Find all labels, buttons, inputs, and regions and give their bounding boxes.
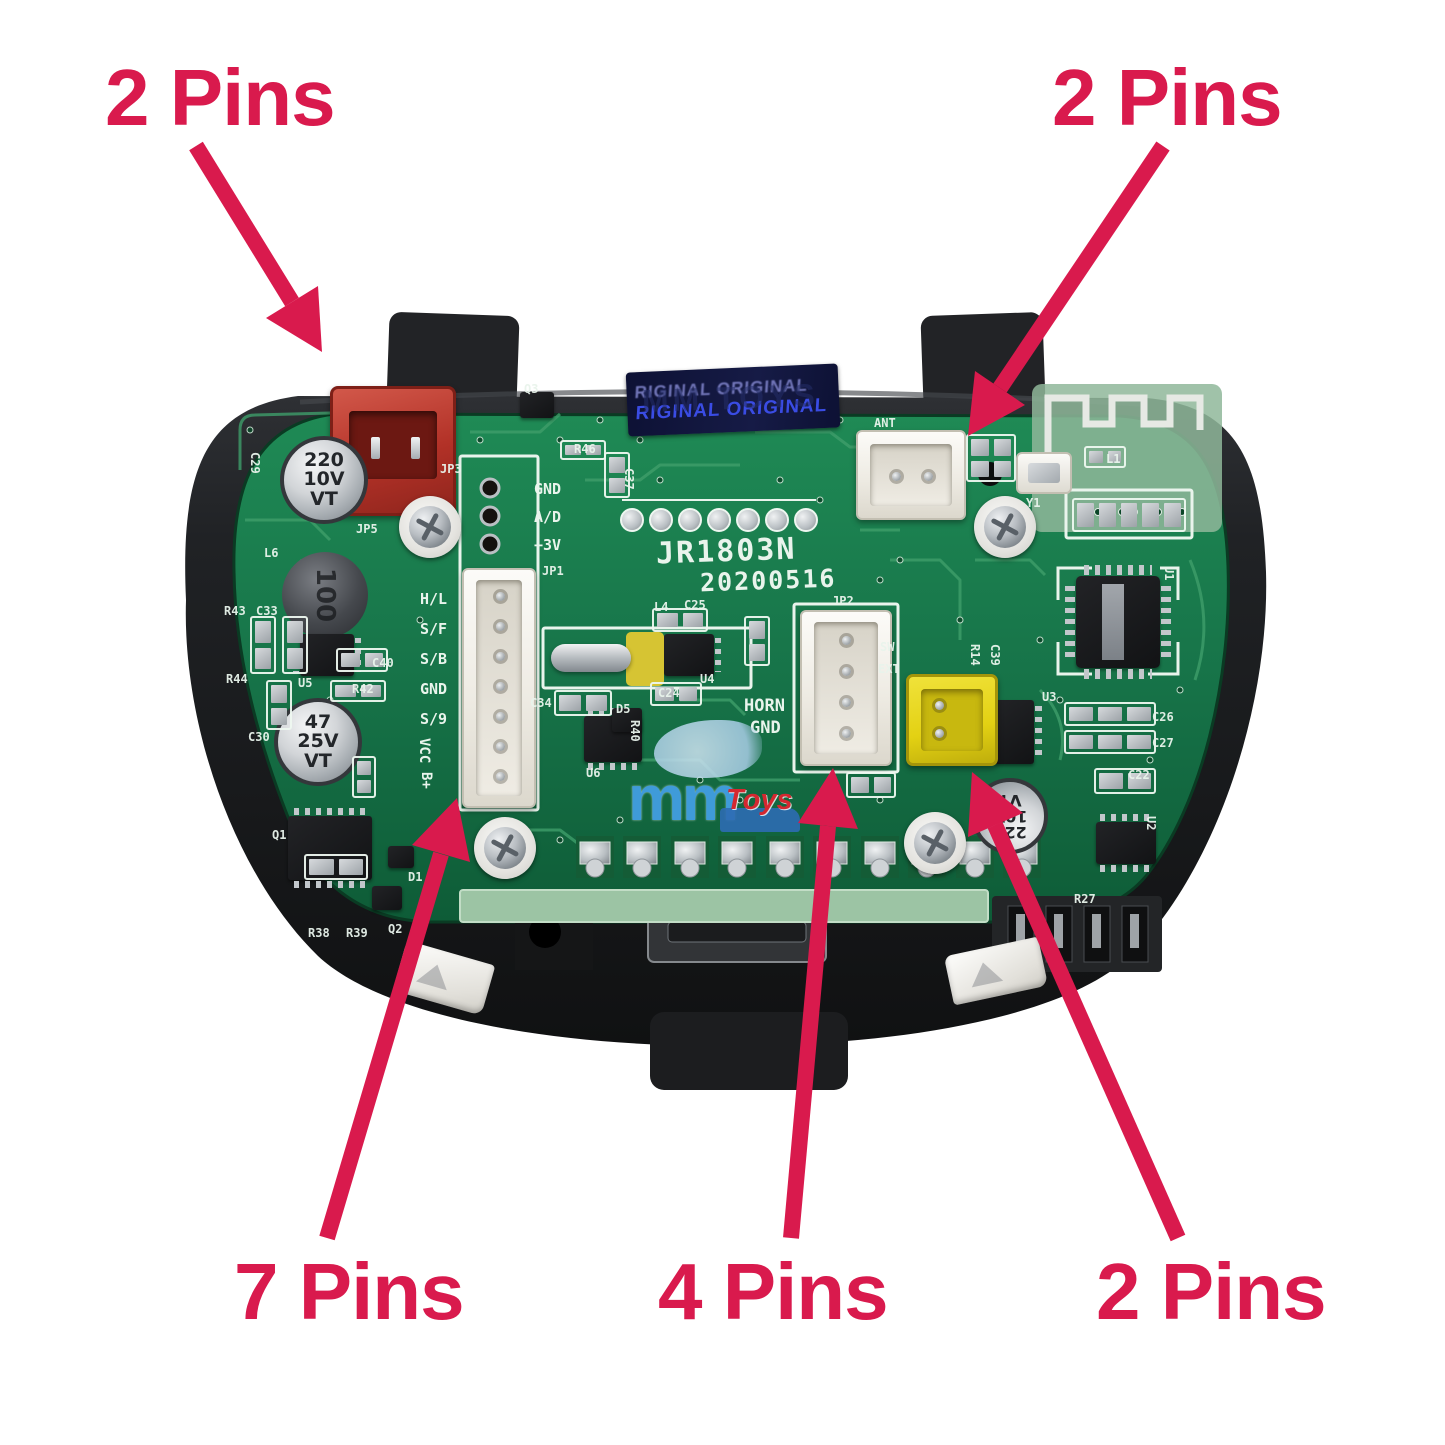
- pad-group: [1064, 702, 1156, 726]
- pad-group: [966, 434, 1016, 482]
- pin-label-sf: S/F: [420, 620, 448, 638]
- pad-group: [304, 854, 368, 880]
- programming-pads: [479, 477, 501, 555]
- pad-group: [604, 452, 630, 498]
- screw-top-right: [974, 496, 1036, 558]
- label-2pins-bottom-right: 2 Pins: [1096, 1247, 1327, 1336]
- label-7pins: 7 Pins: [234, 1247, 465, 1336]
- screw-top-left: [399, 496, 461, 558]
- pad-label-gnd: GND: [534, 480, 562, 498]
- pad-group: [1094, 768, 1156, 794]
- diode-d5: [612, 708, 642, 732]
- pad-group: [336, 648, 388, 672]
- crystal-y1: [1016, 452, 1072, 494]
- transistor-q2: [372, 886, 402, 910]
- shock-sensor-cylinder: [551, 644, 631, 672]
- mmtoys-watermark: mm Toys: [628, 720, 803, 841]
- capacitor-c29-value: 220: [304, 448, 344, 471]
- ic-u2: [1096, 814, 1156, 872]
- ic-u3: [994, 700, 1042, 764]
- horn-connector-4pin: [800, 610, 892, 766]
- switch-connector-2pin-yellow: [906, 674, 998, 766]
- arrow-bottom-right-2pin: [968, 772, 1186, 1242]
- pad-label-3v: +3V: [534, 536, 562, 554]
- arrow-7pin: [319, 798, 470, 1241]
- mcu-u1-qfp: [1065, 565, 1171, 679]
- sensor-pad: [626, 632, 664, 686]
- capacitor-c30: 47 25V VT: [274, 698, 362, 786]
- pad-group: [330, 680, 386, 702]
- transistor-q3: [520, 392, 554, 418]
- pin-label-gnd: GND: [420, 680, 448, 698]
- train-graphic: [720, 808, 800, 832]
- housing-top-tab-left: [386, 312, 520, 408]
- pin-label-s9: S/9: [420, 710, 448, 728]
- pad-group: [554, 690, 612, 716]
- pad-group: [1072, 498, 1186, 532]
- pad-group: [282, 616, 308, 674]
- capacitor-c29: 220 10V VT: [280, 436, 368, 524]
- smoke-cloud-graphic: [654, 720, 762, 778]
- arrow-4pin: [783, 768, 858, 1239]
- pad-group: [652, 608, 708, 632]
- pad-group: [1084, 446, 1126, 468]
- pad-group: [744, 616, 770, 666]
- center-pad-row: [620, 508, 818, 532]
- pin-label-sb: S/B: [420, 650, 448, 668]
- antenna-connector-2pin: [856, 430, 966, 520]
- diode-d1: [388, 846, 414, 868]
- arrow-top-right-2pin: [968, 141, 1170, 436]
- screw-bottom-right: [904, 812, 966, 874]
- pad-group: [352, 756, 376, 798]
- pad-group: [846, 772, 896, 798]
- watermark-toys-text: Toys: [726, 784, 793, 816]
- label-2pins-top-right: 2 Pins: [1052, 53, 1283, 142]
- horn-label: HORN: [744, 696, 785, 716]
- pad-group: [560, 440, 606, 460]
- arrow-top-left-2pin: [189, 141, 322, 352]
- housing-top-tab-right: [920, 312, 1046, 408]
- pin-label-hl: H/L: [420, 590, 448, 608]
- bluetooth-antenna-trace: [1037, 394, 1204, 481]
- pad-group: [1064, 730, 1156, 754]
- pad-group: [250, 616, 276, 674]
- pad-group: [650, 682, 702, 706]
- label-2pins-top-left: 2 Pins: [105, 53, 336, 142]
- daughterboard-edge: [459, 889, 989, 923]
- main-connector-7pin: [462, 568, 536, 808]
- pad-label-ad: A/D: [534, 508, 562, 526]
- bluetooth-module-area: [1032, 384, 1222, 532]
- screw-bottom-left: [474, 817, 536, 879]
- pad-group: [266, 680, 292, 730]
- label-4pins: 4 Pins: [658, 1247, 889, 1336]
